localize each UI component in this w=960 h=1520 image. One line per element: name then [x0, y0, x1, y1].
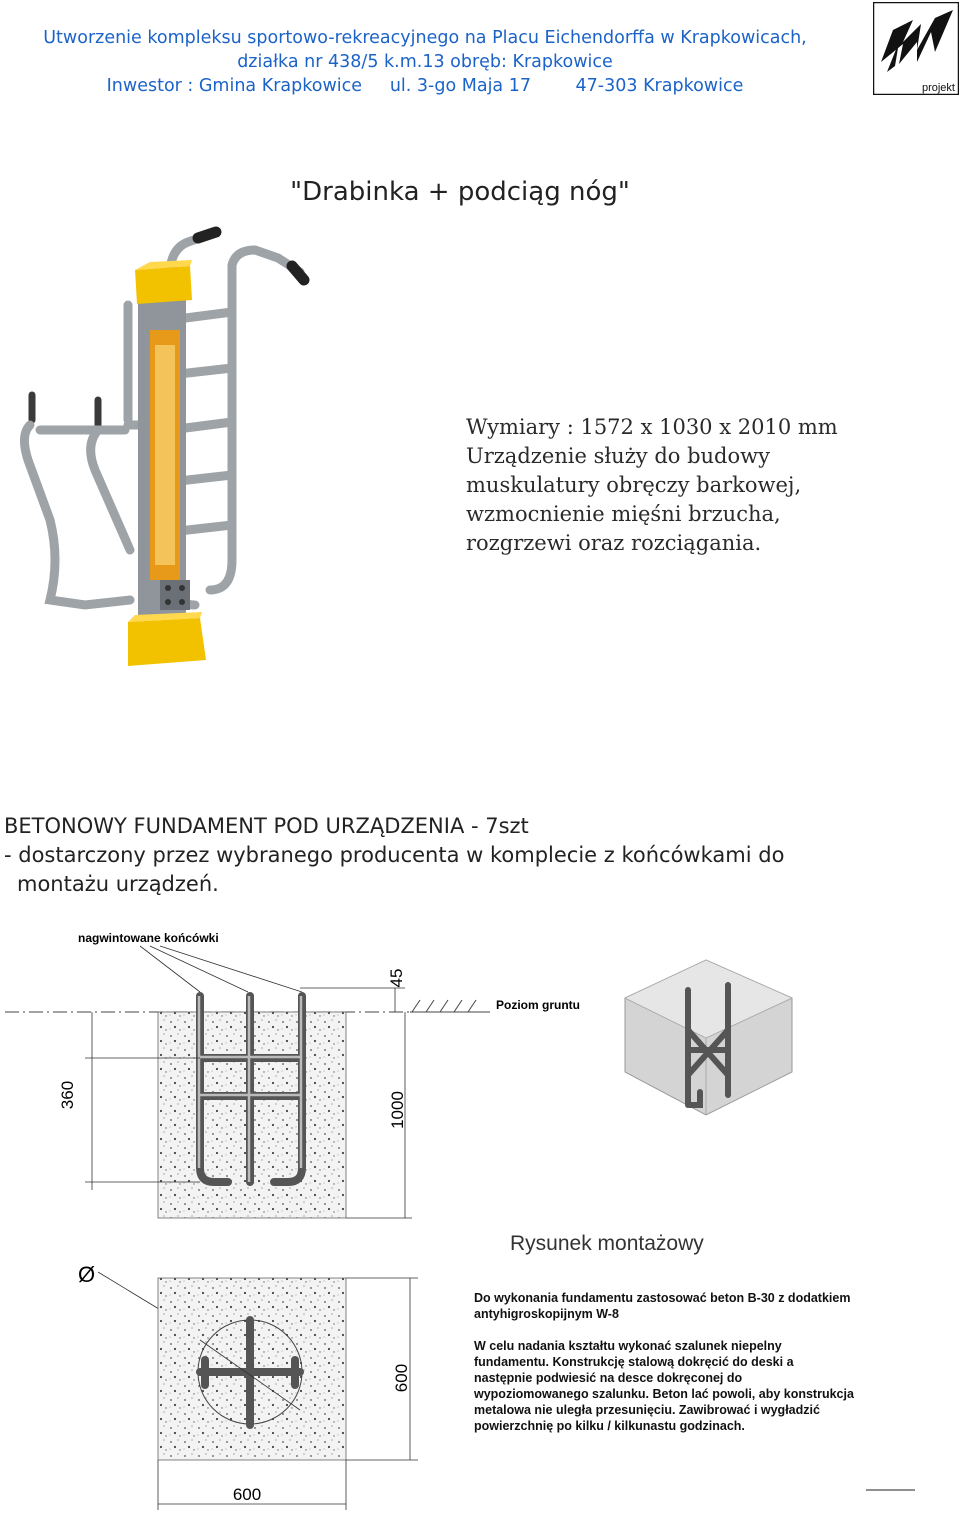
header-postal: 47-303 Krapkowice: [575, 76, 744, 96]
dim-45: 45: [387, 969, 406, 988]
dim-360: 360: [58, 1081, 77, 1109]
page-title: "Drabinka + podciąg nóg": [290, 177, 630, 207]
description-line: Urządzenie służy do budowy: [466, 444, 770, 468]
concrete-spec-note: Do wykonania fundamentu zastosować beton…: [474, 1291, 851, 1321]
jw-projekt-logo: projekt: [873, 2, 959, 95]
dim-600-vertical: 600: [392, 1364, 411, 1392]
threaded-ends-label: nagwintowane końcówki: [78, 931, 219, 945]
equipment-illustration: [20, 226, 310, 666]
description-line: Wymiary : 1572 x 1030 x 2010 mm: [466, 415, 838, 439]
foundation-technical-drawing: nagwintowane końcówki Poziom gruntu 45 1…: [5, 931, 915, 1510]
description-line: muskulatury obręczy barkowej,: [466, 473, 802, 497]
dim-1000: 1000: [388, 1091, 407, 1129]
header-project-title: Utworzenie kompleksu sportowo-rekreacyjn…: [43, 28, 807, 48]
header-address: ul. 3-go Maja 17: [389, 76, 531, 96]
header-investor: Inwestor : Gmina Krapkowice: [106, 76, 363, 96]
diameter-symbol: Ø: [78, 1262, 95, 1287]
formwork-instructions-note: W celu nadania kształtu wykonać szalunek…: [474, 1339, 854, 1433]
header-investor-line: Inwestor : Gmina Krapkowice ul. 3-go Maj…: [0, 74, 850, 98]
description-line: rozgrzewi oraz rozciągania.: [466, 531, 762, 555]
assembly-drawing-title: Rysunek montażowy: [510, 1232, 704, 1255]
foundation-description-cont: montażu urządzeń.: [17, 872, 219, 896]
ground-level-label: Poziom gruntu: [496, 998, 580, 1012]
description-line: wzmocnienie mięśni brzucha,: [466, 502, 781, 526]
foundation-3d-view: [624, 959, 793, 1116]
equipment-description: Wymiary : 1572 x 1030 x 2010 mm Urządzen…: [466, 413, 946, 558]
logo-text: projekt: [922, 82, 955, 94]
header-plot-info: działka nr 438/5 k.m.13 obręb: Krapkowic…: [237, 52, 613, 72]
dim-600-horizontal: 600: [233, 1485, 261, 1504]
foundation-heading: BETONOWY FUNDAMENT POD URZĄDZENIA - 7szt: [4, 814, 529, 838]
foundation-description: - dostarczony przez wybranego producenta…: [4, 843, 785, 867]
